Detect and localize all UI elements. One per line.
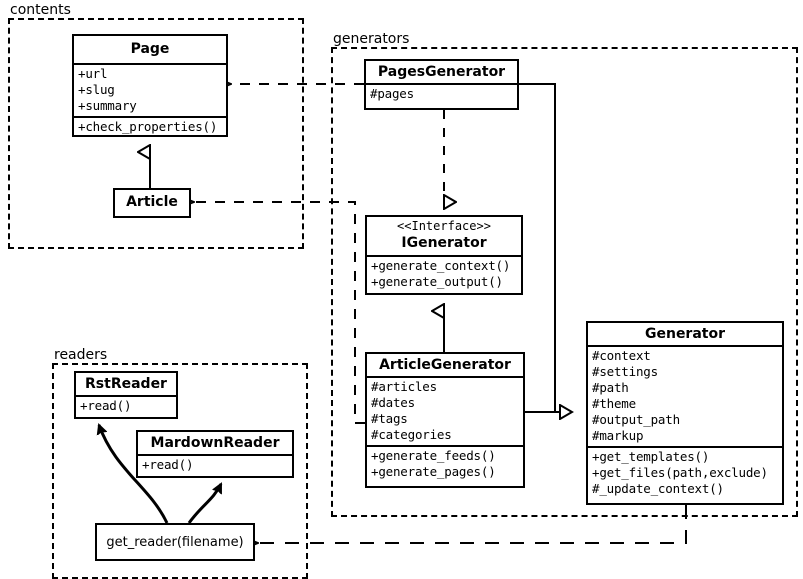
edge-get-reader-returns-mardownreader: [187, 484, 223, 524]
package-readers: [52, 363, 308, 579]
class-generator-attributes: #context #settings #path #theme #output_…: [588, 345, 782, 446]
attribute: #theme: [592, 396, 636, 411]
package-generators: [331, 47, 798, 517]
package-contents-border: [8, 18, 304, 249]
package-generators-label: generators: [331, 31, 413, 47]
class-rst-reader-header: RstReader: [76, 373, 176, 395]
attribute: +url: [78, 66, 108, 81]
operation: +read(): [80, 398, 132, 413]
class-generator[interactable]: Generator #context #settings #path #them…: [586, 321, 784, 505]
attribute: +summary: [78, 98, 137, 113]
class-rst-reader-operations: +read(): [76, 395, 176, 416]
class-article-generator[interactable]: ArticleGenerator #articles #dates #tags …: [365, 352, 525, 488]
attribute: #tags: [371, 411, 408, 426]
attribute: #dates: [371, 395, 415, 410]
operation: +generate_feeds(): [371, 448, 496, 463]
class-article-name: Article: [126, 194, 178, 210]
class-igenerator[interactable]: <<Interface>> IGenerator +generate_conte…: [365, 215, 523, 295]
class-page-name: Page: [130, 41, 170, 57]
operation: +generate_output(): [371, 274, 503, 289]
class-pages-generator-header: PagesGenerator: [366, 61, 517, 83]
edge-articlegenerator-uses-article: [194, 202, 365, 424]
class-article-generator-name: ArticleGenerator: [379, 357, 511, 373]
attribute: +slug: [78, 82, 115, 97]
class-page-operations: +check_properties(): [74, 116, 226, 137]
edge-generator-uses-get-reader: [258, 505, 687, 543]
edge-get-reader-returns-rstreader: [99, 425, 169, 524]
class-igenerator-header: <<Interface>> IGenerator: [367, 217, 521, 255]
package-contents: [8, 18, 304, 249]
class-generator-header: Generator: [588, 323, 782, 345]
class-article[interactable]: Article: [113, 188, 191, 218]
class-igenerator-name: IGenerator: [401, 235, 487, 251]
operation: +check_properties(): [78, 119, 218, 134]
attribute: #pages: [370, 86, 414, 101]
class-article-generator-header: ArticleGenerator: [367, 354, 523, 376]
operation: +get_files(path,exclude): [592, 465, 768, 480]
class-page[interactable]: Page +url +slug +summary +check_properti…: [72, 34, 228, 137]
class-mardown-reader-name: MardownReader: [150, 435, 280, 451]
operation: +generate_context(): [371, 258, 511, 273]
class-page-attributes: +url +slug +summary: [74, 63, 226, 116]
class-page-header: Page: [74, 36, 226, 63]
class-article-generator-operations: +generate_feeds() +generate_pages(): [367, 445, 523, 482]
class-igenerator-operations: +generate_context() +generate_output(): [367, 255, 521, 292]
package-readers-border: [52, 363, 308, 579]
operation: #_update_context(): [592, 481, 724, 496]
class-pages-generator-attributes: #pages: [366, 83, 517, 104]
operation: +get_templates(): [592, 449, 710, 464]
class-rst-reader[interactable]: RstReader +read(): [74, 371, 178, 419]
attribute: #markup: [592, 428, 644, 443]
package-generators-border: [331, 47, 798, 517]
function-get-reader[interactable]: get_reader(filename): [95, 523, 255, 561]
attribute: #articles: [371, 379, 437, 394]
class-mardown-reader-header: MardownReader: [138, 432, 292, 454]
attribute: #context: [592, 348, 651, 363]
attribute: #settings: [592, 364, 658, 379]
function-get-reader-label: get_reader(filename): [106, 534, 244, 550]
package-readers-label: readers: [52, 347, 111, 363]
class-generator-operations: +get_templates() +get_files(path,exclude…: [588, 446, 782, 499]
class-igenerator-stereotype: <<Interface>>: [397, 219, 491, 233]
attribute: #path: [592, 380, 629, 395]
attribute: #output_path: [592, 412, 680, 427]
operation: +read(): [142, 457, 194, 472]
class-mardown-reader[interactable]: MardownReader +read(): [136, 430, 294, 478]
class-generator-name: Generator: [644, 326, 725, 342]
class-pages-generator[interactable]: PagesGenerator #pages: [364, 59, 519, 110]
class-rst-reader-name: RstReader: [85, 376, 167, 392]
attribute: #categories: [371, 427, 452, 442]
class-mardown-reader-operations: +read(): [138, 454, 292, 475]
class-pages-generator-name: PagesGenerator: [377, 64, 506, 80]
class-article-generator-attributes: #articles #dates #tags #categories: [367, 376, 523, 445]
operation: +generate_pages(): [371, 464, 496, 479]
class-article-header: Article: [115, 190, 189, 214]
package-contents-label: contents: [8, 2, 74, 18]
edge-pagesgenerator-inherits-generator: [519, 83, 572, 412]
